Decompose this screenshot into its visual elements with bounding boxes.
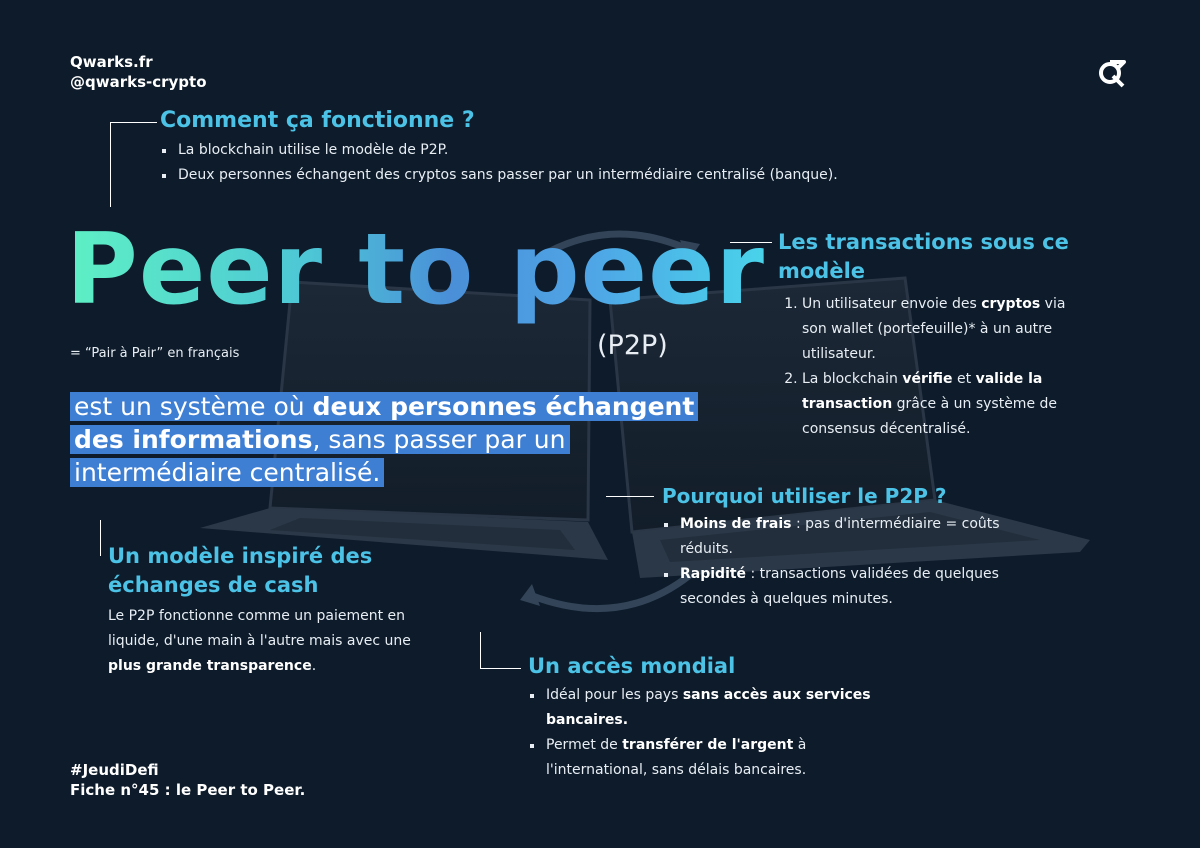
world-title: Un accès mondial bbox=[528, 654, 736, 678]
why-title: Pourquoi utiliser le P2P ? bbox=[662, 484, 947, 508]
connector-why bbox=[606, 496, 654, 497]
list-item: Moins de frais : pas d'intermédiaire = c… bbox=[662, 512, 1032, 562]
page-title: Peer to peer bbox=[66, 210, 765, 330]
world-section: Un accès mondial Idéal pour les pays san… bbox=[528, 652, 908, 783]
connector-transactions bbox=[730, 242, 772, 243]
translation: = “Pair à Pair” en français bbox=[70, 346, 240, 361]
cash-section: Un modèle inspiré des échanges de cash L… bbox=[108, 542, 418, 679]
list-item: Deux personnes échangent des cryptos san… bbox=[160, 163, 920, 188]
connector-cash bbox=[100, 520, 101, 556]
how-section: Comment ça fonctionne ? La blockchain ut… bbox=[160, 106, 920, 188]
how-title: Comment ça fonctionne ? bbox=[160, 108, 475, 133]
why-section: Pourquoi utiliser le P2P ? Moins de frai… bbox=[662, 482, 1032, 612]
brand-site: Qwarks.fr bbox=[70, 53, 153, 71]
def-part: est un système où bbox=[74, 392, 313, 421]
list-item: Un utilisateur envoie des cryptos via so… bbox=[802, 292, 1078, 367]
bottom-arrow bbox=[528, 572, 693, 613]
list-item: La blockchain utilise le modèle de P2P. bbox=[160, 138, 920, 163]
def-part: , sans passer par un intermédiaire centr… bbox=[74, 425, 566, 487]
qwarks-logo-icon bbox=[1099, 60, 1126, 88]
list-item: Permet de transférer de l'argent à l'int… bbox=[528, 733, 908, 783]
connector-world bbox=[480, 632, 521, 669]
footer-fiche: Fiche n°45 : le Peer to Peer. bbox=[70, 781, 306, 799]
connector-how bbox=[110, 122, 157, 207]
definition: est un système où deux personnes échange… bbox=[70, 390, 710, 489]
cash-text: Le P2P fonctionne comme un paiement en l… bbox=[108, 608, 411, 674]
cash-title: Un modèle inspiré des échanges de cash bbox=[108, 544, 373, 597]
brand-handle: @qwarks-crypto bbox=[70, 73, 207, 91]
transactions-section: Les transactions sous ce modèle Un utili… bbox=[778, 228, 1078, 442]
top-arrow bbox=[517, 230, 692, 273]
abbreviation: (P2P) bbox=[597, 330, 668, 361]
how-list: La blockchain utilise le modèle de P2P. … bbox=[160, 138, 920, 188]
why-list: Moins de frais : pas d'intermédiaire = c… bbox=[662, 512, 1032, 612]
list-item: La blockchain vérifie et valide la trans… bbox=[802, 367, 1078, 442]
list-item: Rapidité : transactions validées de quel… bbox=[662, 562, 1032, 612]
world-list: Idéal pour les pays sans accès aux servi… bbox=[528, 683, 908, 783]
footer: #JeudiDefi Fiche n°45 : le Peer to Peer. bbox=[70, 760, 305, 800]
brand: Qwarks.fr @qwarks-crypto bbox=[70, 52, 207, 92]
transactions-title: Les transactions sous ce modèle bbox=[778, 230, 1069, 283]
transactions-list: Un utilisateur envoie des cryptos via so… bbox=[778, 292, 1078, 442]
list-item: Idéal pour les pays sans accès aux servi… bbox=[528, 683, 908, 733]
def-bold: deux personnes échangent des information… bbox=[74, 392, 695, 454]
footer-tag: #JeudiDefi bbox=[70, 761, 159, 779]
